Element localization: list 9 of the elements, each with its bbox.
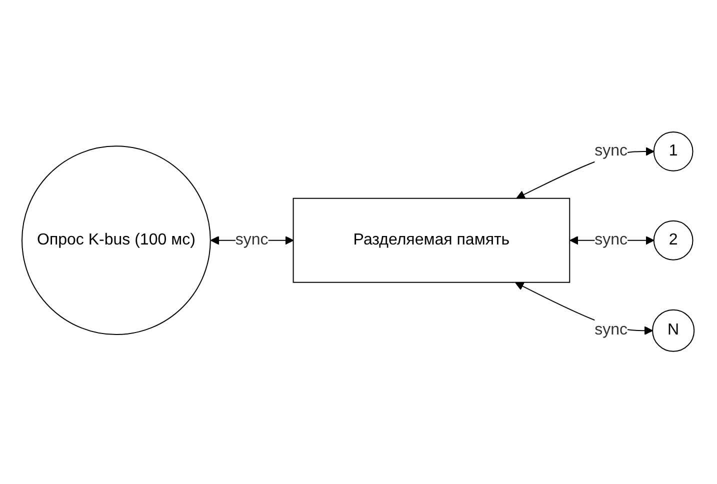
node-circle: 2 xyxy=(654,220,694,261)
edge-label: sync xyxy=(595,142,628,160)
node-circle: 1 xyxy=(654,132,694,172)
node-circle: Опрос K-bus (100 мс) xyxy=(22,146,212,336)
node-circle: N xyxy=(652,310,696,352)
node-box: Разделяемая память xyxy=(293,198,571,284)
edge-label: sync xyxy=(595,232,628,249)
edge-label: sync xyxy=(595,322,628,339)
edge-label: sync xyxy=(236,232,269,249)
